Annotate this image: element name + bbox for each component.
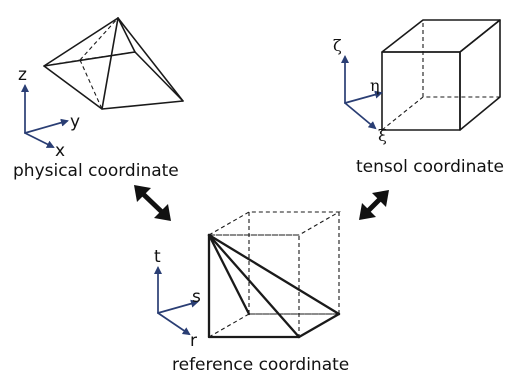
reference-caption: reference coordinate: [172, 355, 349, 375]
tetra-edge: [207, 233, 341, 316]
pyramid-edge: [117, 17, 136, 53]
xi-axis-label: ξ: [378, 126, 387, 145]
t-axis-label: t: [154, 247, 161, 267]
eta-axis: [344, 90, 383, 104]
r-axis: [157, 312, 191, 336]
xi-axis: [344, 102, 377, 130]
physical-pyramid: [43, 17, 184, 110]
cube-right-face: [459, 19, 501, 131]
tensor-caption: tensol coordinate: [356, 157, 504, 177]
y-axis-label: y: [70, 112, 80, 132]
x-axis-label: x: [55, 141, 65, 161]
s-axis-label: s: [192, 287, 201, 307]
tensor-panel: ζ η ξ tensol coordinate: [333, 19, 504, 177]
z-axis-label: z: [18, 65, 27, 85]
s-axis: [157, 299, 199, 314]
tensor-axes: ζ η ξ: [333, 36, 387, 145]
r-axis-label: r: [190, 331, 197, 351]
physical-panel: z y x physical coordinate: [13, 17, 184, 181]
eta-axis-label: η: [370, 76, 380, 95]
tensor-cube: [381, 19, 501, 131]
reference-axes: t s r: [154, 247, 201, 351]
pyramid-hidden-edge: [79, 17, 119, 61]
tetra-edge: [207, 233, 301, 339]
physical-caption: physical coordinate: [13, 161, 179, 181]
pyramid-base-front: [43, 51, 184, 110]
pyramid-hidden-edge: [79, 59, 103, 110]
double-headed-arrow-icon: [134, 185, 171, 221]
pyramid-edge: [101, 17, 119, 110]
reference-cube-top-face: [206, 211, 342, 236]
x-axis: [24, 132, 55, 148]
tetra-edge: [297, 312, 341, 339]
tetra-edge: [207, 233, 251, 316]
cube-hidden-edge: [381, 96, 500, 131]
zeta-axis-label: ζ: [333, 36, 342, 55]
reference-tetrahedron: [207, 233, 341, 339]
pyramid-edge: [43, 17, 119, 67]
reference-panel: t s r reference coordinate: [154, 211, 349, 375]
cube-top-face: [381, 19, 501, 53]
y-axis: [24, 118, 69, 134]
cube-front-face: [381, 51, 461, 131]
physical-axes: z y x: [18, 65, 80, 161]
double-headed-arrow-icon: [359, 190, 389, 220]
pyramid-edge: [117, 17, 184, 102]
